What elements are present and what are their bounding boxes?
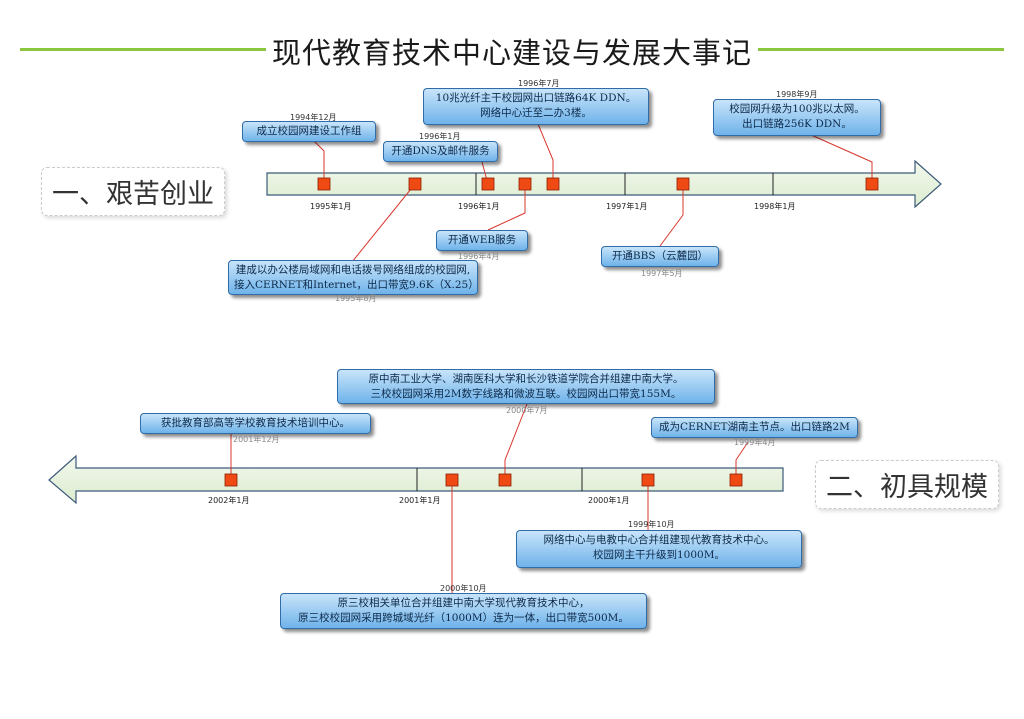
event-date: 2000年7月 <box>506 406 548 415</box>
event-text: 开通BBS（云麓园） <box>611 250 709 262</box>
event-date: 1996年1月 <box>419 132 461 141</box>
event-box-1998-9[interactable]: 校园网升级为100兆以太网。 出口链路256K DDN。 <box>713 99 881 136</box>
event-text: 成立校园网建设工作组 <box>256 125 362 137</box>
event-date: 2001年12月 <box>233 435 280 444</box>
section-label-2: 二、初具规模 <box>815 460 999 509</box>
event-box-1997-5[interactable]: 开通BBS（云麓园） <box>601 246 719 267</box>
event-marker-1999-4[interactable] <box>729 473 743 487</box>
event-marker-1999-10[interactable] <box>641 473 655 487</box>
event-marker-2000-7[interactable] <box>498 473 512 487</box>
connector-1998-9 <box>808 133 873 184</box>
event-marker-1995-8[interactable] <box>408 177 422 191</box>
event-text: 开通WEB服务 <box>447 234 517 246</box>
event-text: 网络中心与电教中心合并组建现代教育技术中心。 <box>543 534 775 546</box>
event-box-1994-12[interactable]: 成立校园网建设工作组 <box>242 121 376 142</box>
event-date: 1996年7月 <box>518 79 560 88</box>
tick-label: 1996年1月 <box>458 202 500 211</box>
event-text: 原中南工业大学、湖南医科大学和长沙铁道学院合并组建中南大学。 <box>368 373 684 385</box>
event-date: 1999年10月 <box>628 520 675 529</box>
connector-1996-7 <box>537 123 554 184</box>
event-box-2000-10[interactable]: 原三校相关单位合并组建中南大学现代教育技术中心， 原三校校园网采用跨城域光纤（1… <box>280 593 647 629</box>
event-marker-1996-4[interactable] <box>518 177 532 191</box>
connector-1994-12 <box>311 138 325 184</box>
event-marker-1994-12[interactable] <box>317 177 331 191</box>
timeline1-arrow <box>266 159 942 209</box>
event-box-1995-8[interactable]: 建成以办公楼局域网和电话拨号网络组成的校园网, 接入CERNET和Interne… <box>228 260 479 295</box>
event-text: 原三校校园网采用跨城域光纤（1000M）连为一体，出口带宽500M。 <box>298 612 629 624</box>
event-marker-1996-7[interactable] <box>546 177 560 191</box>
event-box-1999-4[interactable]: 成为CERNET湖南主节点。出口链路2M <box>651 417 858 438</box>
section-label-1: 一、艰苦创业 <box>41 167 225 216</box>
tick-label: 2001年1月 <box>399 496 441 505</box>
event-date: 1995年8月 <box>335 294 377 303</box>
event-text: 原三校相关单位合并组建中南大学现代教育技术中心， <box>337 597 590 609</box>
connector-1997-5 <box>659 184 684 247</box>
event-date: 2000年10月 <box>440 584 487 593</box>
event-date: 1996年4月 <box>458 252 500 261</box>
event-date: 1999年4月 <box>734 438 776 447</box>
event-box-1996-7[interactable]: 10兆光纤主干校园网出口链路64K DDN。 网络中心迁至二办3楼。 <box>423 88 649 125</box>
event-text: 建成以办公楼局域网和电话拨号网络组成的校园网, <box>235 264 471 276</box>
connector-1996-4 <box>487 184 526 231</box>
event-marker-1996-1[interactable] <box>481 177 495 191</box>
event-box-1996-1[interactable]: 开通DNS及邮件服务 <box>383 141 498 162</box>
tick-label: 2000年1月 <box>588 496 630 505</box>
connector-2000-7 <box>504 403 528 480</box>
connector-1999-4 <box>735 441 749 480</box>
connector-1995-8 <box>351 183 416 263</box>
tick-label: 1998年1月 <box>754 202 796 211</box>
tick-label: 1997年1月 <box>606 202 648 211</box>
event-marker-2000-10[interactable] <box>445 473 459 487</box>
event-box-2000-7[interactable]: 原中南工业大学、湖南医科大学和长沙铁道学院合并组建中南大学。 三校校园网采用2M… <box>337 369 715 404</box>
timeline2-arrow <box>48 454 784 505</box>
event-text: 网络中心迁至二办3楼。 <box>480 107 592 119</box>
event-text: 三校校园网采用2M数字线路和微波互联。校园网出口带宽155M。 <box>370 388 682 400</box>
event-box-2001-12[interactable]: 获批教育部高等学校教育技术培训中心。 <box>140 413 371 434</box>
event-box-1996-4[interactable]: 开通WEB服务 <box>436 230 528 251</box>
event-box-1999-10[interactable]: 网络中心与电教中心合并组建现代教育技术中心。 校园网主干升级到1000M。 <box>516 530 802 568</box>
tick-label: 1995年1月 <box>310 202 352 211</box>
event-date: 1998年9月 <box>776 90 818 99</box>
page-title: 现代教育技术中心建设与发展大事记 <box>0 30 1024 72</box>
event-text: 成为CERNET湖南主节点。出口链路2M <box>659 421 850 433</box>
event-marker-1997-5[interactable] <box>676 177 690 191</box>
event-text: 10兆光纤主干校园网出口链路64K DDN。 <box>435 92 637 104</box>
event-date: 1997年5月 <box>641 269 683 278</box>
event-text: 出口链路256K DDN。 <box>742 118 852 130</box>
event-marker-2001-12[interactable] <box>224 473 238 487</box>
event-marker-1998-9[interactable] <box>865 177 879 191</box>
event-text: 获批教育部高等学校教育技术培训中心。 <box>161 417 350 429</box>
event-text: 校园网主干升级到1000M。 <box>593 549 725 561</box>
event-date: 1994年12月 <box>290 113 337 122</box>
event-text: 接入CERNET和Internet，出口带宽9.6K（X.25） <box>234 279 479 291</box>
tick-label: 2002年1月 <box>208 496 250 505</box>
event-text: 校园网升级为100兆以太网。 <box>729 103 865 115</box>
event-text: 开通DNS及邮件服务 <box>391 145 490 157</box>
